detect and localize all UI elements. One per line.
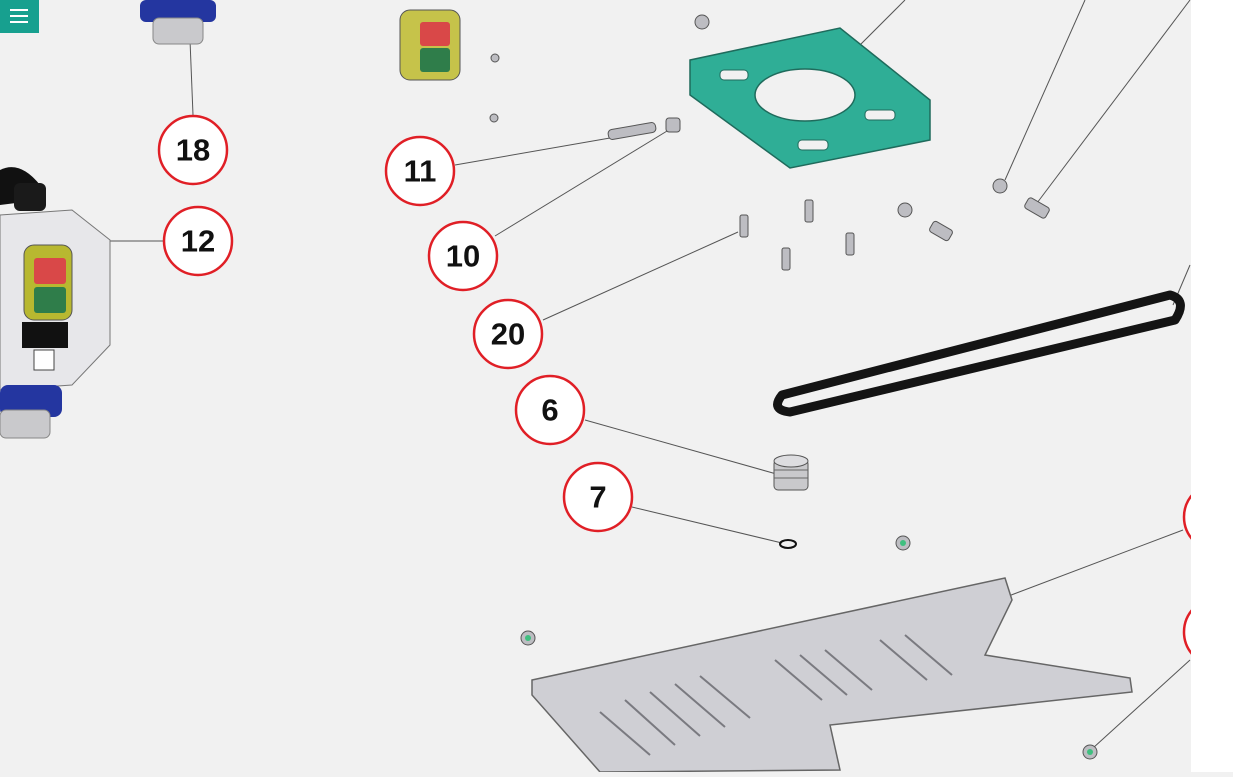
callout-11-label: 11	[404, 154, 437, 189]
callout-18[interactable]: 18	[157, 114, 229, 186]
callout-12-label: 12	[181, 224, 215, 259]
base-tray	[531, 577, 1133, 773]
hamburger-menu-icon-mid	[10, 15, 28, 17]
callout-20-label: 20	[491, 317, 525, 352]
leader-line-7	[631, 506, 783, 544]
leader-line-6	[584, 419, 781, 476]
motor-bracket	[689, 27, 931, 169]
bolt-11	[607, 122, 657, 140]
bolt-20c	[845, 232, 855, 256]
bolt-a	[929, 220, 953, 242]
bolt-20a	[739, 214, 749, 238]
nut-10	[665, 117, 681, 133]
switch-box-left	[0, 167, 111, 439]
leader-line-tray	[989, 529, 1184, 604]
switch-small	[399, 9, 461, 81]
leader-line-20	[542, 231, 739, 321]
callout-20[interactable]: 20	[472, 298, 544, 370]
leader-line-11	[454, 137, 611, 166]
callout-7[interactable]: 7	[562, 461, 634, 533]
screw-b	[489, 113, 499, 123]
callout-18-label: 18	[176, 133, 210, 168]
leader-line-screw	[1092, 659, 1191, 749]
callout-11[interactable]: 11	[384, 135, 456, 207]
hardware-top	[489, 14, 710, 140]
leader-line-bolt	[1036, 0, 1191, 204]
nut-top	[694, 14, 710, 30]
hamburger-menu-button[interactable]	[0, 0, 39, 33]
bolt-20b	[804, 199, 814, 223]
knob-top	[140, 0, 216, 45]
pulley	[773, 454, 809, 491]
bolt-20d	[781, 247, 791, 271]
callout-10[interactable]: 10	[427, 220, 499, 292]
callout-6[interactable]: 6	[514, 374, 586, 446]
callout-6-label: 6	[541, 393, 558, 428]
hardware-middle	[739, 178, 1050, 271]
leader-line-18	[189, 39, 194, 116]
nut-a	[897, 202, 913, 218]
leader-line-nut	[1004, 0, 1086, 181]
viewport-right-margin	[1191, 0, 1233, 772]
nut-b	[992, 178, 1008, 194]
hamburger-menu-icon	[10, 9, 28, 11]
retaining-ring	[779, 539, 797, 549]
drive-belt	[773, 290, 1185, 417]
hamburger-menu-icon-bottom	[10, 21, 28, 23]
leader-line-10	[494, 127, 673, 237]
leader-line-bracket	[854, 0, 906, 51]
green-screws	[520, 535, 1098, 760]
callout-7-label: 7	[589, 480, 606, 515]
callout-10-label: 10	[446, 239, 480, 274]
screw-a	[490, 53, 500, 63]
callout-12[interactable]: 12	[162, 205, 234, 277]
bolt-b	[1024, 197, 1050, 219]
